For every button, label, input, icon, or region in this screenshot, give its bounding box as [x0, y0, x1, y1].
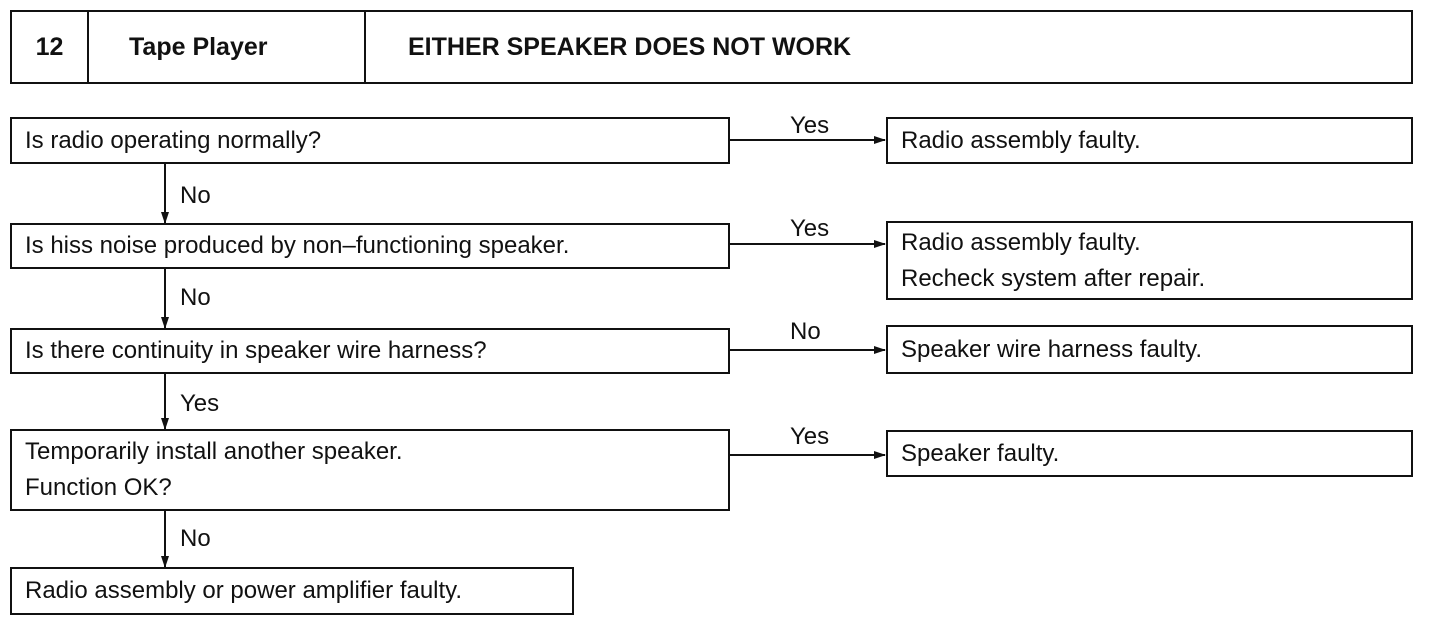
result-box-4: Speaker faulty.	[886, 430, 1413, 477]
branch-label-3: No	[790, 318, 821, 345]
question-box-1: Is radio operating normally?	[10, 117, 730, 164]
branch-label-1: Yes	[790, 112, 830, 139]
question-box-3: Is there continuity in speaker wire harn…	[10, 328, 730, 374]
branch-label-2: Yes	[790, 215, 830, 242]
question-box-4: Temporarily install another speaker. Fun…	[10, 429, 730, 511]
question-4-line-2: Function OK?	[25, 474, 172, 501]
result-1-line-1: Radio assembly faulty.	[901, 126, 1141, 154]
symptom-number: 12	[12, 12, 89, 82]
down-label-3: Yes	[180, 390, 220, 417]
final-result-line-1: Radio assembly or power amplifier faulty…	[25, 577, 463, 604]
result-2-line-1: Radio assembly faulty.	[901, 228, 1141, 256]
result-box-1: Radio assembly faulty.	[886, 117, 1413, 164]
result-box-2: Radio assembly faulty. Recheck system af…	[886, 221, 1413, 300]
branch-label-4: Yes	[790, 423, 830, 450]
result-box-3: Speaker wire harness faulty.	[886, 325, 1413, 374]
down-label-2: No	[180, 284, 211, 311]
result-2-line-2: Recheck system after repair.	[901, 264, 1206, 292]
system-name: Tape Player	[89, 12, 366, 82]
down-label-1: No	[180, 182, 211, 209]
question-3-line-1: Is there continuity in speaker wire harn…	[25, 337, 487, 364]
result-4-line-1: Speaker faulty.	[901, 439, 1060, 467]
down-label-4: No	[180, 525, 211, 552]
question-4-line-1: Temporarily install another speaker.	[25, 438, 403, 465]
final-result-box: Radio assembly or power amplifier faulty…	[10, 567, 574, 615]
symptom-header: 12 Tape Player EITHER SPEAKER DOES NOT W…	[10, 10, 1413, 84]
question-1-line-1: Is radio operating normally?	[25, 126, 322, 154]
symptom-title: EITHER SPEAKER DOES NOT WORK	[408, 32, 852, 61]
question-box-2: Is hiss noise produced by non–functionin…	[10, 223, 730, 269]
question-2-line-1: Is hiss noise produced by non–functionin…	[25, 232, 570, 259]
result-3-line-1: Speaker wire harness faulty.	[901, 335, 1203, 363]
